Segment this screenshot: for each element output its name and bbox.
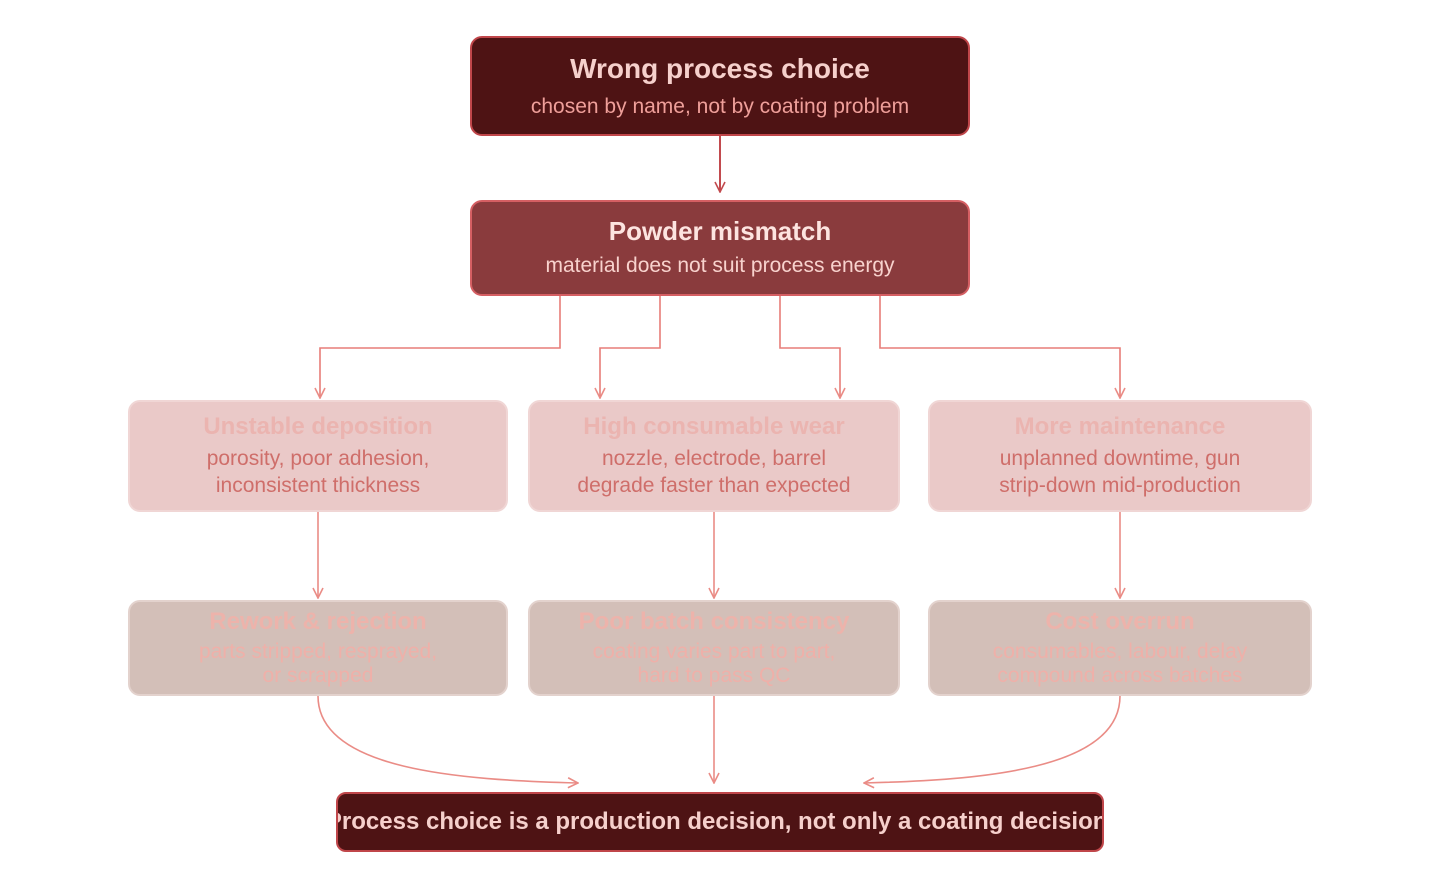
node-subtitle: chosen by name, not by coating problem bbox=[530, 94, 910, 118]
node-cost-overrun: Cost overrun consumables, labour, delay … bbox=[928, 600, 1312, 696]
node-more-maintenance: More maintenance unplanned downtime, gun… bbox=[928, 400, 1312, 512]
node-rework-rejection: Rework & rejection parts stripped, respr… bbox=[128, 600, 508, 696]
node-subtitle-line1: nozzle, electrode, barrel bbox=[601, 446, 827, 470]
node-title: More maintenance bbox=[1014, 412, 1226, 440]
node-subtitle-line1: unplanned downtime, gun bbox=[999, 446, 1241, 470]
node-subtitle-line1: coating varies part to part, bbox=[592, 639, 836, 663]
node-subtitle-line1: consumables, labour, delay bbox=[992, 639, 1248, 663]
node-subtitle: material does not suit process energy bbox=[545, 254, 895, 278]
connector-powder-to-wear-left bbox=[600, 296, 661, 398]
connector-cost-to-conclusion bbox=[864, 695, 1121, 783]
conclusion-text: Process choice is a production decision,… bbox=[336, 808, 1104, 836]
node-subtitle-line1: parts stripped, resprayed, bbox=[198, 639, 438, 663]
connector-powder-to-wear-right bbox=[779, 296, 840, 398]
node-title: Poor batch consistency bbox=[578, 608, 850, 636]
node-subtitle-line2: or scrapped bbox=[262, 663, 374, 687]
node-title: Rework & rejection bbox=[209, 608, 427, 636]
node-high-consumable-wear: High consumable wear nozzle, electrode, … bbox=[528, 400, 900, 512]
node-subtitle-line2: hard to pass QC bbox=[637, 663, 791, 687]
node-title: Wrong process choice bbox=[570, 53, 870, 85]
node-title: High consumable wear bbox=[583, 412, 845, 440]
node-powder-mismatch: Powder mismatch material does not suit p… bbox=[470, 200, 970, 296]
node-title: Unstable deposition bbox=[203, 412, 433, 440]
node-title: Powder mismatch bbox=[608, 216, 832, 247]
connector-powder-to-maintenance bbox=[879, 296, 1120, 398]
node-title: Cost overrun bbox=[1045, 608, 1195, 636]
node-unstable-deposition: Unstable deposition porosity, poor adhes… bbox=[128, 400, 508, 512]
node-subtitle-line1: porosity, poor adhesion, bbox=[206, 446, 430, 470]
node-subtitle-line2: strip-down mid-production bbox=[999, 473, 1241, 497]
node-conclusion: Process choice is a production decision,… bbox=[336, 792, 1104, 852]
node-subtitle-line2: degrade faster than expected bbox=[577, 473, 851, 497]
node-wrong-process-choice: Wrong process choice chosen by name, not… bbox=[470, 36, 970, 136]
node-poor-batch-consistency: Poor batch consistency coating varies pa… bbox=[528, 600, 900, 696]
connector-powder-to-deposition bbox=[320, 296, 561, 398]
connector-rework-to-conclusion bbox=[317, 695, 578, 783]
node-subtitle-line2: compound across batches bbox=[997, 663, 1243, 687]
node-subtitle-line2: inconsistent thickness bbox=[215, 473, 421, 497]
